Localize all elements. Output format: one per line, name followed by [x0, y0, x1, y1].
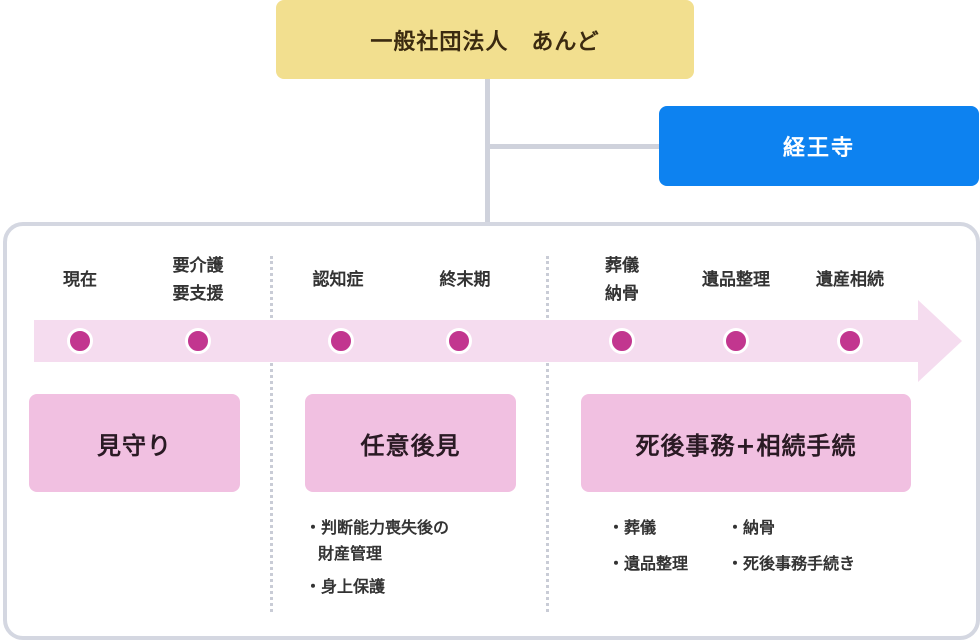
note-asset-management-cont: 財産管理 — [318, 544, 383, 563]
connector-vertical — [485, 79, 490, 222]
connector-horizontal — [490, 144, 659, 149]
partner-temple-name: 経王寺 — [782, 136, 855, 161]
organization-main-box: 一般社団法人 あんど — [276, 0, 694, 79]
note-posthumous-procedures: ・死後事務手続き — [727, 554, 856, 573]
timeline-dot-terminal — [446, 328, 472, 354]
note-asset-management: ・判断能力喪失後の — [305, 518, 450, 537]
stage-label-terminal: 終末期 — [439, 270, 491, 290]
service-watch-over: 見守り — [29, 394, 240, 492]
service-voluntary-guardianship: 任意後見 — [305, 394, 516, 492]
stage-label-dementia: 認知症 — [312, 270, 364, 290]
partner-temple-box: 経王寺 — [659, 106, 979, 186]
timeline-dot-funeral — [609, 328, 635, 354]
stage-label-present: 現在 — [63, 270, 97, 290]
phase-divider-1 — [270, 256, 273, 612]
service-watch-over-label: 見守り — [97, 431, 172, 460]
stage-label-funeral: 葬儀 納骨 — [605, 256, 639, 304]
timeline-dot-estate-cleanup — [723, 328, 749, 354]
note-funeral: ・葬儀 — [608, 518, 657, 537]
note-personal-protection: ・身上保護 — [305, 577, 386, 596]
timeline-dot-present — [67, 328, 93, 354]
note-interment: ・納骨 — [727, 518, 776, 537]
service-posthumous-affairs: 死後事務+相続手続 — [581, 394, 911, 492]
timeline-dot-dementia — [328, 328, 354, 354]
stage-label-estate-cleanup: 遺品整理 — [702, 270, 770, 290]
stage-label-inheritance: 遺産相続 — [816, 270, 884, 290]
timeline-dot-inheritance — [837, 328, 863, 354]
stage-label-care-needed: 要介護 要支援 — [172, 256, 224, 304]
service-posthumous-affairs-label: 死後事務+相続手続 — [635, 431, 857, 460]
timeline-dot-care-needed — [185, 328, 211, 354]
organization-main-name: 一般社団法人 あんど — [370, 29, 600, 55]
timeline-arrow-head — [918, 300, 962, 382]
timeline-arrow-band — [34, 320, 918, 362]
phase-divider-2 — [546, 256, 549, 612]
service-voluntary-guardianship-label: 任意後見 — [360, 431, 461, 460]
note-estate-cleanup: ・遺品整理 — [608, 554, 689, 573]
